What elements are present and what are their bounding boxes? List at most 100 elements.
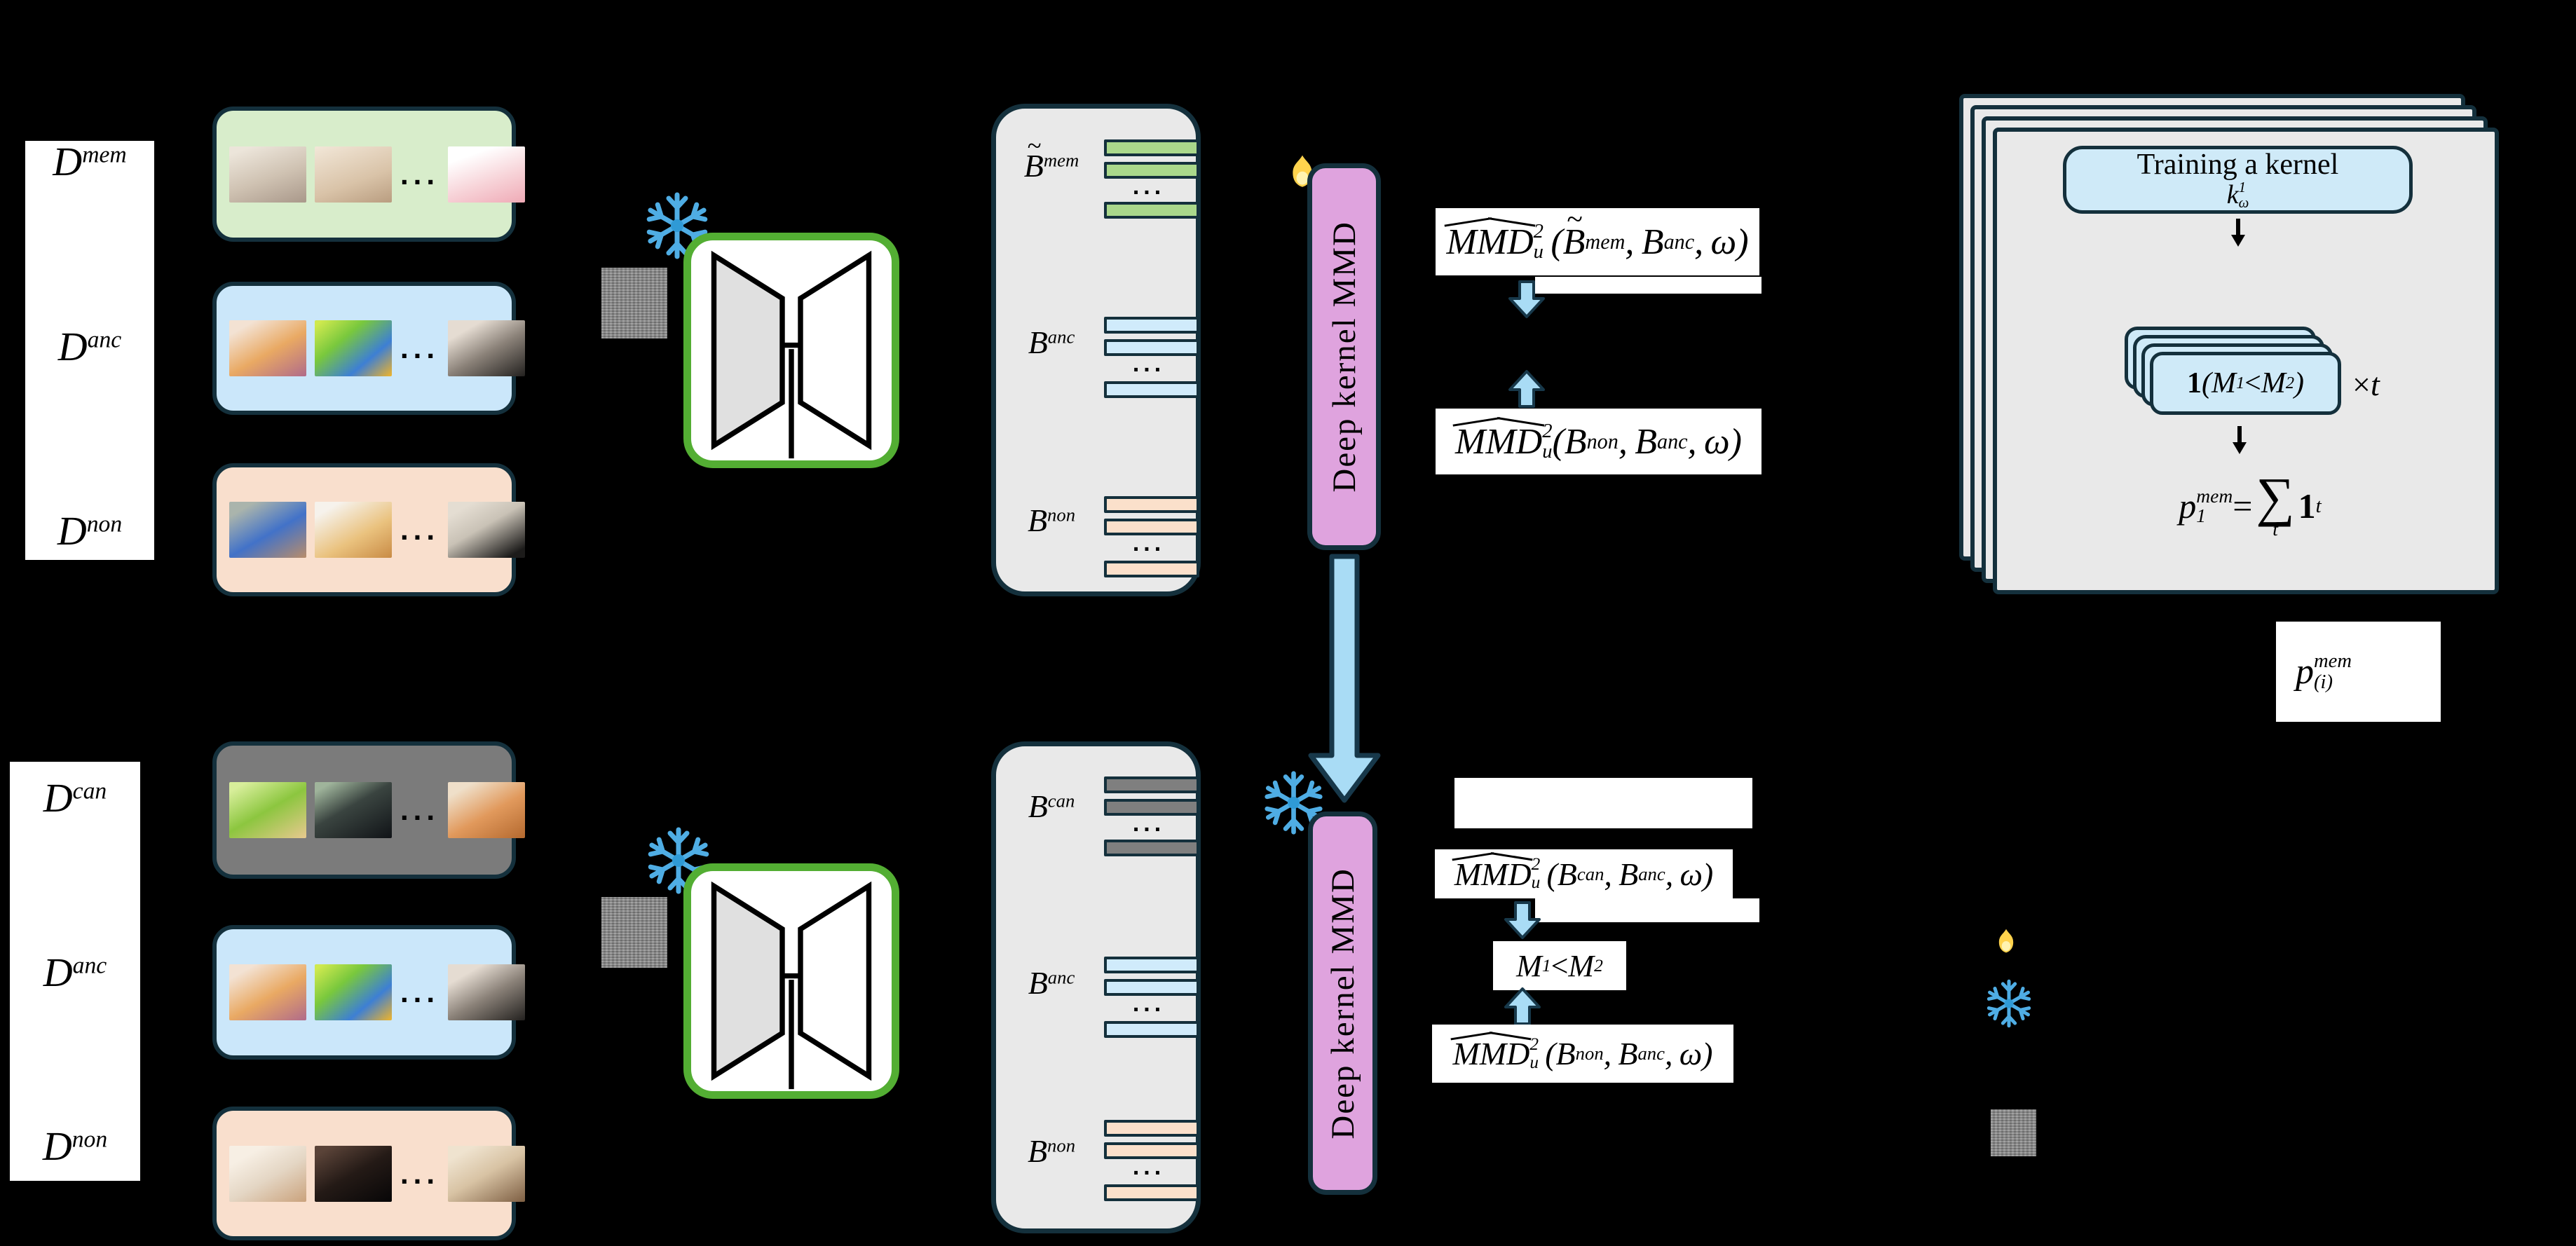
- image-row-mem: ...: [212, 107, 526, 242]
- label-b-mem: Bmem: [1002, 130, 1100, 184]
- feature-bar: [1104, 561, 1199, 577]
- label-b-anc-2: Banc: [1028, 965, 1075, 1001]
- ellipsis: ...: [400, 975, 440, 1008]
- fire-icon: [1994, 912, 2018, 954]
- arrow-up-icon: [1504, 987, 1541, 1025]
- dataset-label-box-bottom: Dcan Danc Dnon: [10, 762, 140, 1181]
- ellipsis: ...: [400, 513, 440, 546]
- photo-collie: [448, 502, 526, 558]
- photo-pomeranian: [315, 502, 392, 558]
- photo-black-kitten: [315, 1145, 392, 1202]
- deep-kernel-mmd-box-bottom: Deep kernel MMD: [1308, 812, 1377, 1195]
- photo-orange-kitten: [229, 320, 306, 376]
- label-d-can: Dcan: [43, 775, 107, 821]
- white-strip: [1535, 277, 1761, 294]
- label-d-anc-2: Danc: [43, 949, 107, 995]
- empty-white-box: [1454, 778, 1752, 828]
- feature-bar: [1104, 1021, 1199, 1038]
- deep-kernel-mmd-label: Deep kernel MMD: [1326, 221, 1363, 493]
- feature-bar: [1104, 381, 1199, 398]
- arrow-down-icon: [1508, 280, 1545, 318]
- noise-image: [601, 268, 667, 338]
- deep-kernel-mmd-label: Deep kernel MMD: [1324, 867, 1361, 1139]
- feature-bar: [1104, 1142, 1199, 1159]
- feature-bar: [1104, 1184, 1199, 1201]
- ellipsis: ...: [1132, 350, 1166, 377]
- photo-bluebird2: [229, 502, 306, 558]
- arrow-down-icon: [2231, 425, 2248, 456]
- photo-blackbird: [315, 782, 392, 838]
- label-b-non-2: Bnon: [1027, 1133, 1076, 1169]
- ellipsis: ...: [1132, 173, 1166, 200]
- image-row-can: ...: [212, 741, 526, 879]
- white-strip: [1535, 898, 1759, 922]
- ellipsis: ...: [400, 1156, 440, 1190]
- image-row-non-top: ...: [212, 463, 526, 596]
- label-d-mem: Dmem: [25, 116, 154, 185]
- feature-bar: [1104, 339, 1199, 356]
- feature-bar: [1104, 957, 1199, 973]
- feature-bar: [1104, 799, 1199, 816]
- flow-arrow-down-icon: [1308, 554, 1381, 803]
- feature-bar: [1104, 1120, 1199, 1137]
- image-row-anc-bottom: ...: [212, 925, 526, 1060]
- arrow-down-icon: [2230, 217, 2247, 248]
- feature-bar: [1104, 162, 1199, 179]
- arrow-up-icon: [1508, 370, 1545, 408]
- feature-bar: [1104, 139, 1199, 156]
- ellipsis: ...: [400, 793, 440, 826]
- label-b-anc: Banc: [1028, 324, 1075, 360]
- photo-puppy: [229, 782, 306, 838]
- deep-kernel-mmd-box-top: Deep kernel MMD: [1307, 163, 1381, 550]
- feature-bar: [1104, 776, 1199, 793]
- photo-siamese-kitten: [448, 1145, 526, 1202]
- noise-image: [1991, 1109, 2036, 1156]
- photo-bluebird: [315, 964, 392, 1020]
- label-d-non: Dnon: [57, 508, 123, 554]
- ellipsis: ...: [1132, 990, 1166, 1017]
- photo-kitten: [315, 146, 392, 203]
- ellipsis: ...: [1132, 1153, 1166, 1180]
- noise-image: [601, 897, 667, 968]
- feature-bar: [1104, 317, 1199, 334]
- ellipsis: ...: [400, 157, 440, 191]
- frozen-encoder-box-bottom: [683, 863, 899, 1099]
- feature-bar: [1104, 496, 1199, 513]
- snowflake-icon: [1984, 978, 2034, 1029]
- dataset-label-box-top: Dmem Danc Dnon: [25, 116, 154, 560]
- label-d-non-2: Dnon: [42, 1123, 108, 1169]
- photo-bw-kitten: [448, 320, 526, 376]
- label-b-can: Bcan: [1028, 788, 1075, 824]
- frozen-encoder-box-top: [683, 233, 899, 468]
- times-t-label: ×t: [2352, 366, 2380, 402]
- feature-bar: [1104, 840, 1199, 856]
- photo-white-kitten: [229, 1145, 306, 1202]
- photo-bw-kitten: [448, 964, 526, 1020]
- label-b-non: Bnon: [1027, 502, 1076, 538]
- ellipsis: ...: [400, 331, 440, 364]
- photo-piglet: [448, 146, 526, 203]
- image-row-non-bottom: ...: [212, 1107, 526, 1240]
- label-d-anc: Danc: [57, 323, 122, 369]
- training-kernel-title: Training a kernel: [2137, 149, 2339, 182]
- ellipsis: ...: [1132, 530, 1166, 556]
- autoencoder-icon: [691, 240, 892, 460]
- photo-orange-kitten: [229, 964, 306, 1020]
- ellipsis: ...: [1132, 810, 1166, 837]
- feature-bar: [1104, 202, 1199, 219]
- arrow-down-icon: [1504, 901, 1541, 939]
- feature-bar: [1104, 979, 1199, 996]
- feature-bar: [1104, 519, 1199, 535]
- autoencoder-icon: [691, 871, 892, 1091]
